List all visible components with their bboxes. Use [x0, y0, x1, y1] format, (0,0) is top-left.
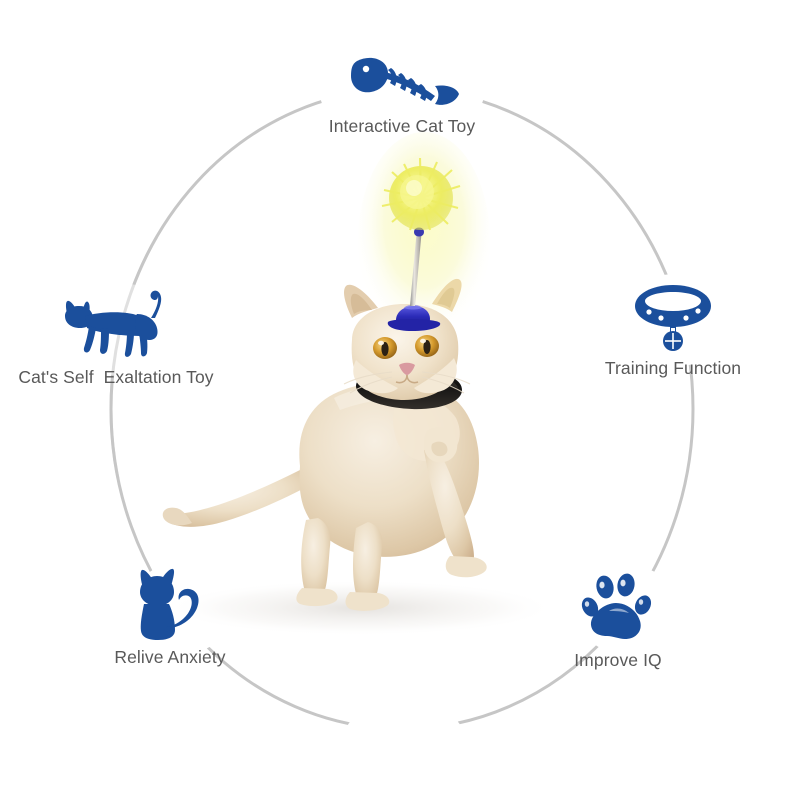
feature-label: Improve IQ	[574, 650, 662, 670]
cat-hind-legs	[296, 518, 390, 611]
feature-label: Training Function	[604, 358, 742, 378]
feature-label: Relive Anxiety	[114, 647, 226, 667]
sitting-cat-icon	[127, 566, 213, 642]
feature-interactive-cat-toy[interactable]: Interactive Cat Toy	[272, 52, 532, 137]
cat-eyes	[373, 335, 439, 359]
feature-improve-iq[interactable]: Improve IQ	[488, 573, 748, 671]
feature-label: Interactive Cat Toy	[328, 116, 476, 136]
feature-training-function[interactable]: Training Function	[543, 281, 800, 379]
feature-label: Cat's Self Exaltation Toy	[18, 367, 214, 387]
paw-print-icon	[579, 573, 657, 645]
walking-cat-icon	[63, 288, 169, 362]
cat-tail	[162, 470, 316, 527]
wheel-ring-fade	[109, 87, 695, 731]
feather-wand-toy	[381, 157, 461, 331]
whiskers	[343, 371, 471, 394]
cat-front-legs	[424, 427, 487, 578]
feature-relive-anxiety[interactable]: Relive Anxiety	[40, 566, 300, 668]
collar-bell-icon	[630, 281, 716, 353]
fish-bone-icon	[343, 52, 461, 112]
feather-pom	[381, 157, 461, 231]
feature-cats-self-exaltation-toy[interactable]: Cat's Self Exaltation Toy	[0, 288, 246, 388]
